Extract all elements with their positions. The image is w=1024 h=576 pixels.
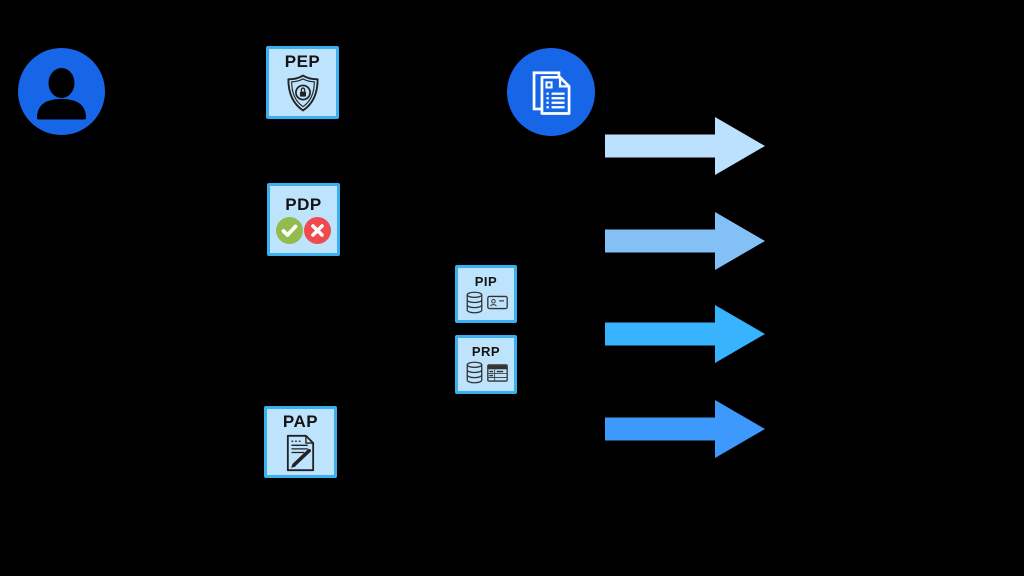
pdp-node: PDP [267, 183, 340, 256]
documents-icon [525, 66, 577, 118]
user-icon [18, 48, 105, 135]
pap-label: PAP [282, 411, 319, 431]
user-node [18, 48, 105, 135]
pep-node: PEP [266, 46, 339, 119]
flow-arrow-2 [605, 212, 765, 270]
database-icon [465, 361, 484, 384]
prp-label: PRP [471, 344, 501, 359]
decision-icons [276, 216, 331, 244]
document-pen-icon [283, 434, 318, 472]
policy-table-icon [486, 363, 508, 382]
flow-arrow-4 [605, 400, 765, 458]
pip-label: PIP [474, 273, 498, 289]
prp-node: PRP [455, 335, 517, 394]
flow-arrow-1 [605, 117, 765, 175]
pep-label: PEP [284, 52, 321, 71]
flow-arrow-3 [605, 305, 765, 363]
deny-cross-icon [304, 216, 331, 244]
shield-lock-icon [286, 74, 320, 112]
pip-node: PIP [455, 265, 517, 323]
policy-documents-node [507, 48, 595, 136]
pdp-label: PDP [285, 194, 322, 214]
id-card-icon [486, 295, 508, 310]
approve-check-icon [276, 216, 303, 244]
pap-node: PAP [264, 406, 337, 478]
database-icon [465, 291, 484, 314]
